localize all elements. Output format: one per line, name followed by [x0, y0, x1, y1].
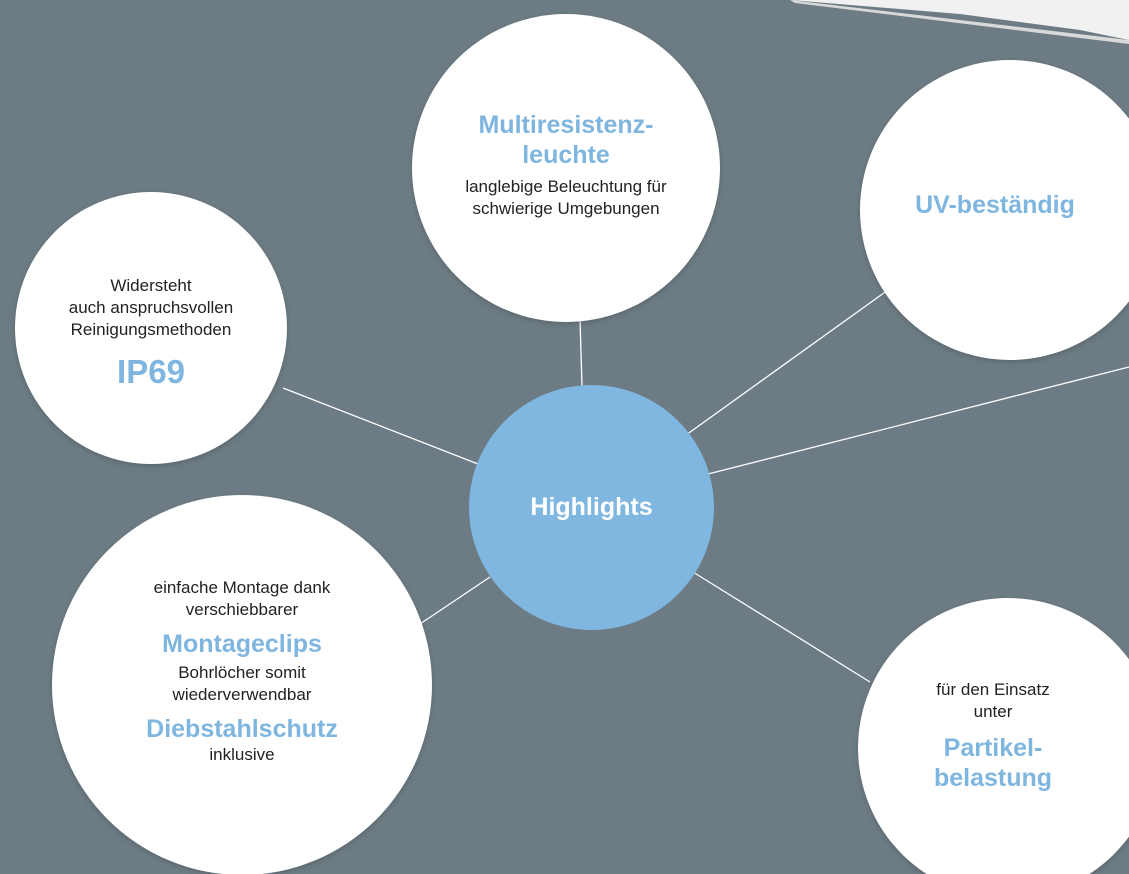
connector-uv — [685, 289, 889, 436]
bubble-montage: einfache Montage dank verschiebbarer Mon… — [52, 495, 432, 874]
montage-intro: einfache Montage dank verschiebbarer — [153, 578, 331, 619]
connector-partikel — [692, 571, 871, 683]
ip69-text: Widersteht auch anspruchsvollen Reinigun… — [68, 276, 234, 339]
montage-title: Montageclips — [162, 630, 322, 658]
connector-offscreen — [707, 366, 1129, 475]
montage-mid: Bohrlöcher somit wiederverwendbar — [172, 663, 312, 704]
connector-multiresistenz — [579, 319, 583, 387]
bubble-ip69: Widersteht auch anspruchsvollen Reinigun… — [15, 192, 287, 464]
multiresistenz-text: langlebige Beleuchtung für schwierige Um… — [465, 177, 667, 218]
bubble-multiresistenz: Multiresistenz- leuchte langlebige Beleu… — [412, 14, 720, 322]
connector-montage — [413, 576, 491, 629]
montage-outro: inklusive — [209, 745, 275, 764]
center-label: Highlights — [530, 493, 653, 521]
partikel-intro: für den Einsatz unter — [936, 680, 1050, 721]
center-node: Highlights — [469, 385, 714, 630]
bubble-partikel: für den Einsatz unter Partikel- belastun… — [858, 598, 1129, 874]
partikel-title: Partikel- belastung — [933, 734, 1053, 792]
uv-title: UV-beständig — [915, 191, 1075, 219]
connector-ip69 — [282, 387, 479, 465]
multiresistenz-title: Multiresistenz- leuchte — [478, 111, 654, 169]
diebstahlschutz-title: Diebstahlschutz — [146, 715, 338, 743]
ip69-title: IP69 — [117, 353, 185, 390]
bubble-uv: UV-beständig — [860, 60, 1129, 360]
